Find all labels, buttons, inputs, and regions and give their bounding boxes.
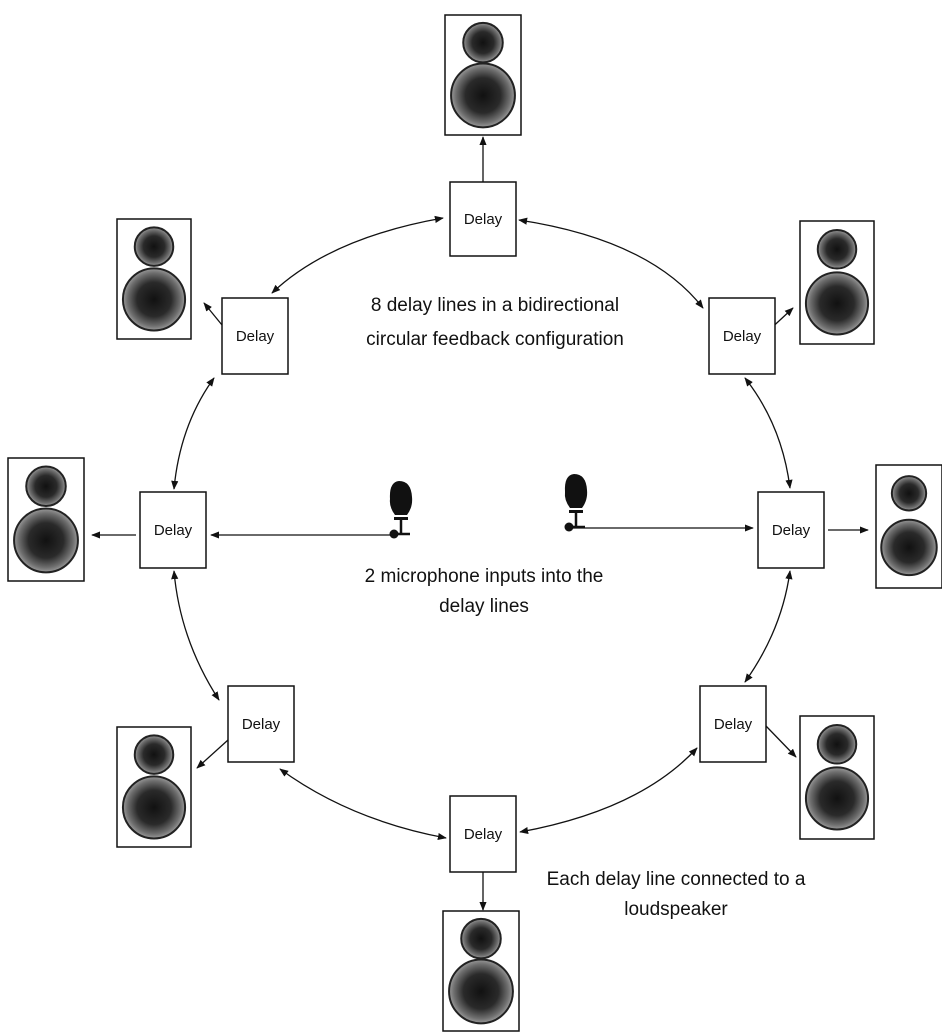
microphone-icon: [389, 481, 413, 539]
delay-label: Delay: [714, 716, 753, 733]
loudspeakers: [7, 14, 942, 1032]
microphones: [389, 474, 588, 539]
bidirectional-feedback-arrow: [744, 570, 793, 683]
woofer: [804, 271, 870, 336]
woofer: [448, 958, 514, 1025]
tweeter: [460, 917, 502, 960]
delay-box: Delay: [221, 297, 289, 375]
bidirectional-feedback-arrow: [171, 570, 220, 701]
delay-label: Delay: [723, 328, 762, 345]
speaker-feed-arrow: [196, 739, 229, 769]
loudspeaker-icon: [116, 218, 192, 340]
delay-label: Delay: [464, 211, 503, 228]
woofer: [880, 518, 938, 577]
delay-box: Delay: [227, 685, 295, 763]
loudspeaker-icon: [799, 220, 875, 345]
bidirectional-feedback-arrow: [279, 768, 447, 841]
loudspeaker-icon: [442, 910, 520, 1032]
speaker-feed-arrow: [203, 302, 223, 326]
tweeter: [890, 475, 928, 512]
tweeter: [816, 724, 858, 765]
speaker-feed-arrow: [765, 725, 797, 758]
tweeter: [133, 734, 175, 775]
circle-caption-line1: 8 delay lines in a bidirectional: [371, 295, 619, 316]
loudspeaker-icon: [7, 457, 85, 582]
circle-caption: 8 delay lines in a bidirectional circula…: [366, 295, 624, 350]
delay-box: Delay: [449, 181, 517, 257]
microphone-icon: [564, 474, 588, 532]
woofer: [804, 766, 870, 831]
woofer: [121, 775, 187, 840]
delay-box: Delay: [449, 795, 517, 873]
tweeter: [25, 465, 67, 508]
loudspeaker-caption-line2: loudspeaker: [624, 899, 728, 920]
bidirectional-feedback-arrow: [171, 377, 215, 490]
delay-label: Delay: [242, 716, 281, 733]
delay-box: Delay: [757, 491, 825, 569]
tweeter: [133, 226, 175, 267]
delay-box: Delay: [699, 685, 767, 763]
delay-label: Delay: [772, 522, 811, 539]
loudspeaker-icon: [799, 715, 875, 840]
loudspeaker-icon: [444, 14, 522, 136]
delay-box: Delay: [708, 297, 776, 375]
loudspeaker-icon: [875, 464, 942, 589]
woofer: [121, 267, 187, 332]
bidirectional-feedback-arrow: [519, 747, 698, 835]
loudspeaker-caption-line1: Each delay line connected to a: [547, 869, 806, 890]
delay-label: Delay: [154, 522, 193, 539]
microphone-caption-line1: 2 microphone inputs into the: [365, 566, 604, 587]
tweeter: [816, 229, 858, 270]
tweeter: [462, 21, 504, 64]
circle-caption-line2: circular feedback configuration: [366, 329, 624, 350]
woofer: [450, 62, 516, 129]
microphone-caption: 2 microphone inputs into the delay lines: [365, 566, 604, 617]
bidirectional-feedback-arrow: [744, 377, 793, 489]
microphone-caption-line2: delay lines: [439, 596, 529, 617]
delay-label: Delay: [236, 328, 275, 345]
delay-box: Delay: [139, 491, 207, 569]
feedback-links: [91, 136, 869, 911]
woofer: [13, 507, 79, 574]
loudspeaker-caption: Each delay line connected to a loudspeak…: [547, 869, 806, 920]
bidirectional-feedback-arrow: [271, 215, 444, 294]
delay-label: Delay: [464, 826, 503, 843]
loudspeaker-icon: [116, 726, 192, 848]
bidirectional-feedback-arrow: [518, 217, 704, 309]
